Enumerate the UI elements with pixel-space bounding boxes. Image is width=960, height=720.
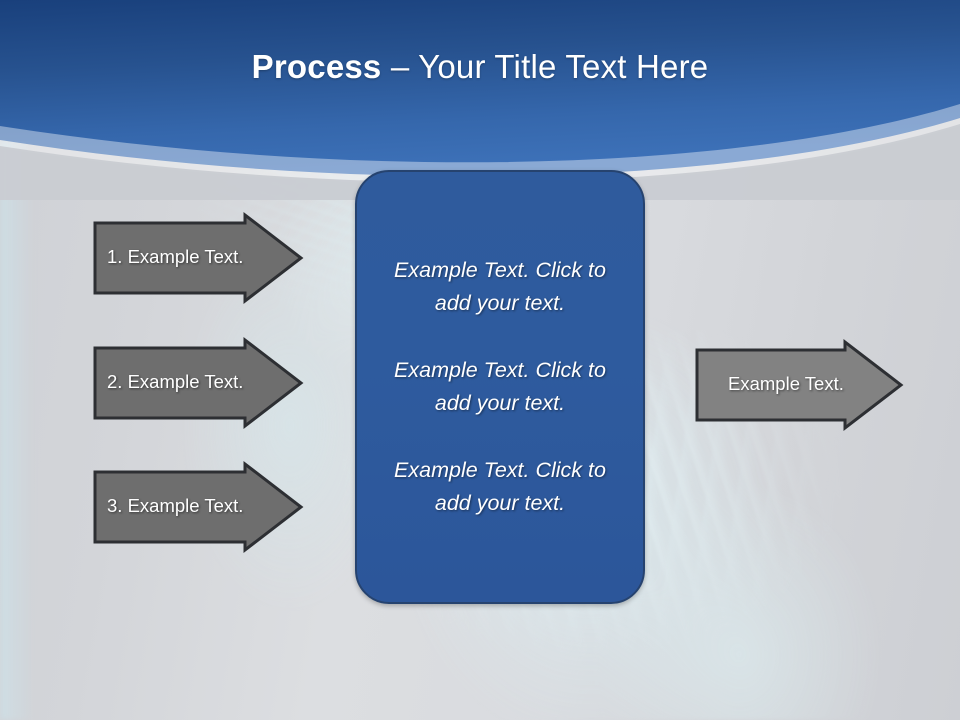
step-arrow-2[interactable]: 2. Example Text. — [93, 336, 304, 430]
center-process-panel[interactable]: Example Text. Click to add your text. Ex… — [355, 170, 645, 604]
header-curve-graphic — [0, 0, 960, 200]
step-arrow-1-label: 1. Example Text. — [107, 246, 244, 267]
background-left-tint — [0, 140, 34, 720]
page-title-rest: – Your Title Text Here — [381, 48, 709, 85]
step-arrow-1[interactable]: 1. Example Text. — [93, 211, 304, 305]
result-arrow[interactable]: Example Text. — [695, 338, 904, 432]
arrow-right-icon — [93, 336, 304, 430]
center-text-block-1[interactable]: Example Text. Click to add your text. — [394, 258, 606, 315]
center-text-block-2[interactable]: Example Text. Click to add your text. — [394, 358, 606, 415]
arrow-right-icon — [695, 338, 904, 432]
result-arrow-label: Example Text. — [728, 373, 844, 394]
step-arrow-3-label: 3. Example Text. — [107, 495, 244, 516]
arrow-right-icon — [93, 460, 304, 554]
page-title: Process – Your Title Text Here — [0, 48, 960, 86]
step-arrow-2-label: 2. Example Text. — [107, 371, 244, 392]
slide-header-banner: Process – Your Title Text Here — [0, 0, 960, 200]
center-text-block-3[interactable]: Example Text. Click to add your text. — [394, 458, 606, 515]
arrow-right-icon — [93, 211, 304, 305]
page-title-bold: Process — [251, 48, 382, 85]
step-arrow-3[interactable]: 3. Example Text. — [93, 460, 304, 554]
